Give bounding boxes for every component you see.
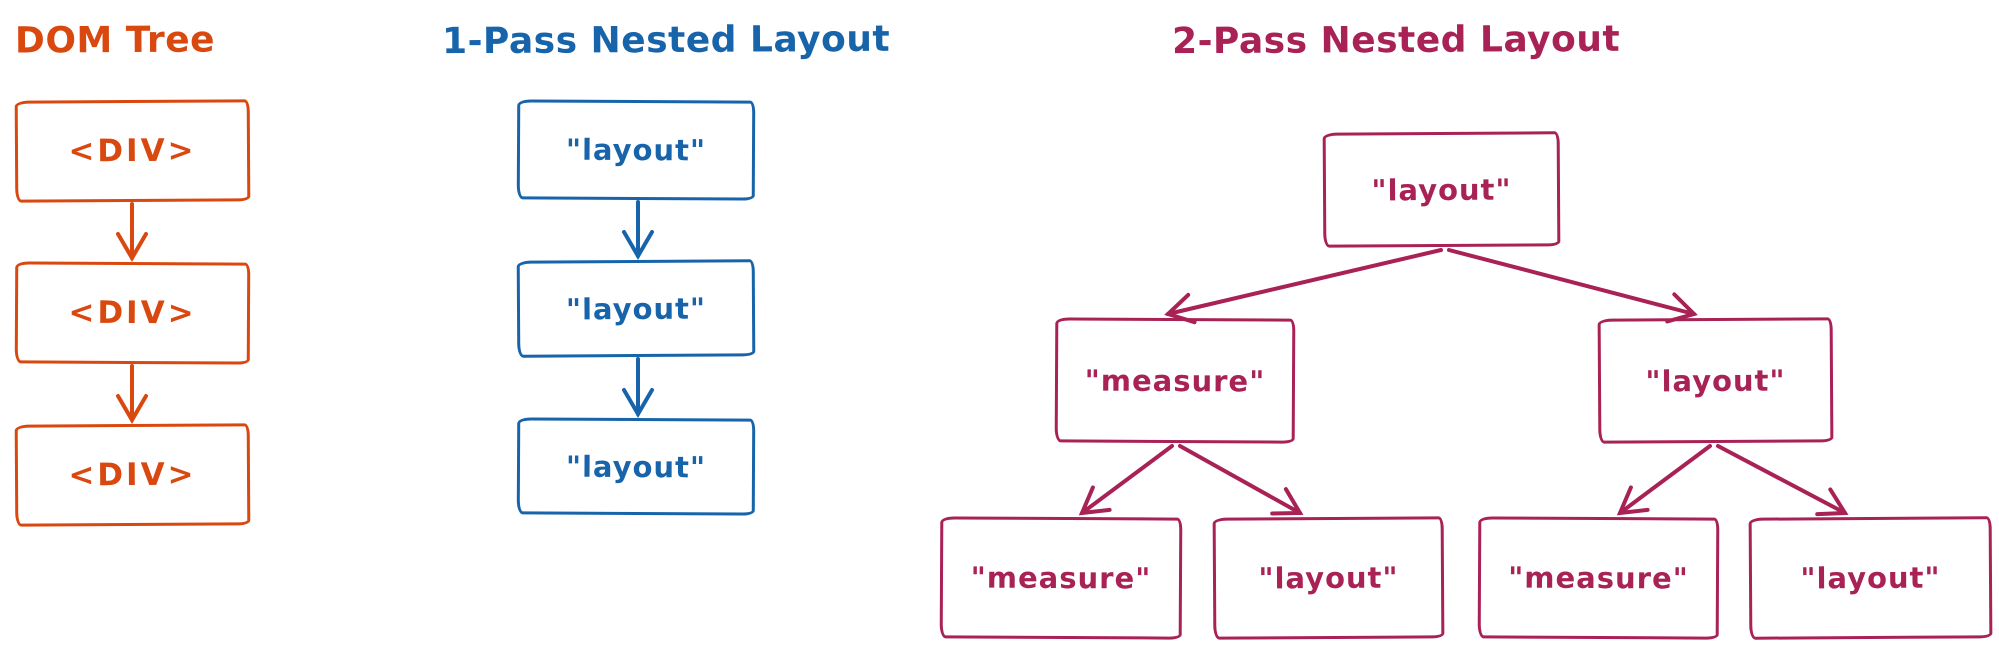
two-pass-child-measure: "measure" bbox=[1054, 317, 1296, 444]
two-pass-title: 2-Pass Nested Layout bbox=[1171, 18, 1621, 63]
dom-tree-title: DOM Tree bbox=[14, 19, 216, 62]
two-pass-grandchild-layout-2: "layout" bbox=[1748, 516, 1993, 640]
two-pass-grandchild-measure-1: "measure" bbox=[939, 516, 1183, 640]
two-pass-arrow-layout-to-measure bbox=[1616, 444, 1712, 516]
two-pass-root: "layout" bbox=[1322, 131, 1561, 248]
two-pass-grandchild-layout-1: "layout" bbox=[1212, 516, 1445, 640]
one-pass-title: 1-Pass Nested Layout bbox=[441, 18, 891, 63]
dom-node-1: <DIV> bbox=[14, 99, 251, 203]
two-pass-grandchild-measure-2: "measure" bbox=[1477, 516, 1720, 640]
two-pass-arrow-root-to-layout bbox=[1447, 248, 1698, 324]
two-pass-arrow-root-to-measure bbox=[1164, 248, 1443, 325]
two-pass-arrow-measure-to-layout bbox=[1178, 444, 1304, 516]
one-pass-node-1: "layout" bbox=[516, 99, 756, 201]
two-pass-arrow-layout-to-layout bbox=[1716, 444, 1849, 517]
dom-node-2: <DIV> bbox=[14, 261, 251, 365]
two-pass-child-layout: "layout" bbox=[1597, 317, 1834, 444]
dom-node-3: <DIV> bbox=[14, 423, 251, 527]
one-pass-node-2: "layout" bbox=[516, 259, 756, 358]
two-pass-arrow-measure-to-measure bbox=[1078, 444, 1174, 516]
one-pass-node-3: "layout" bbox=[516, 417, 756, 516]
